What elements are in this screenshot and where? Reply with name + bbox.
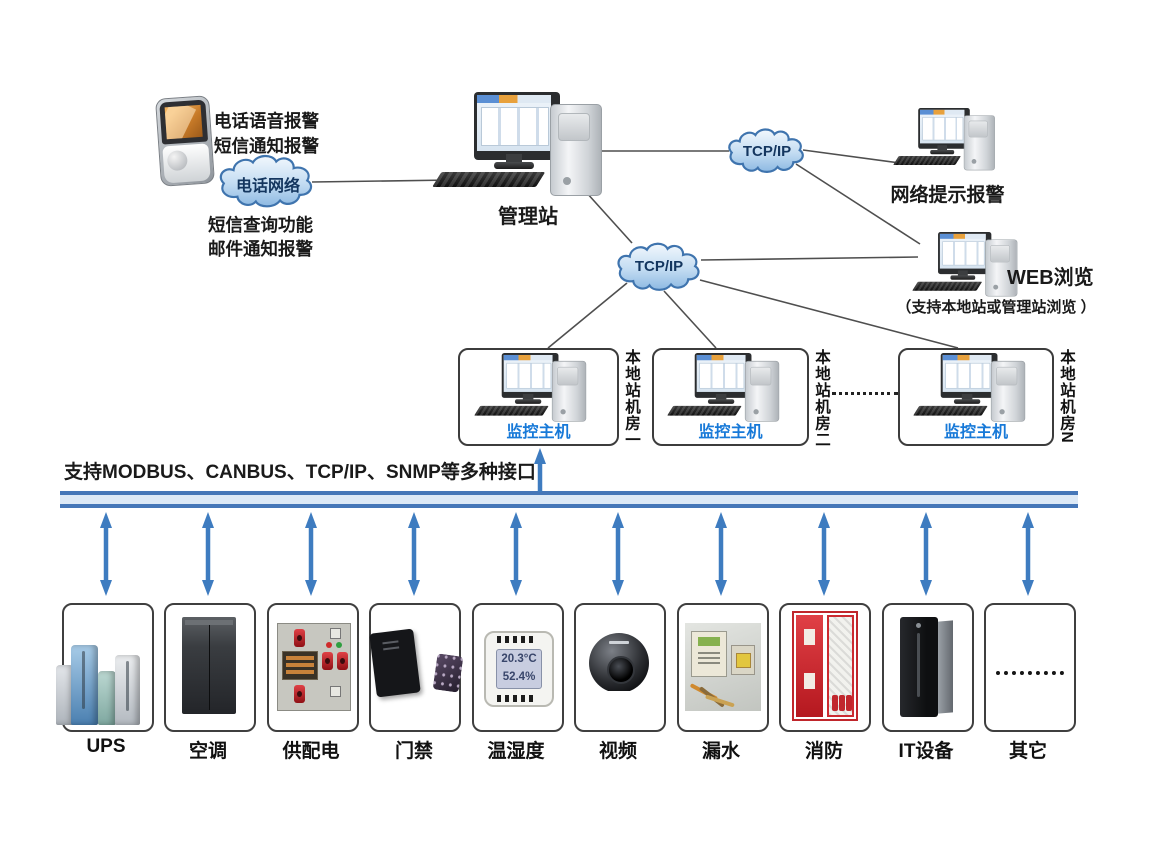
air-conditioner-image bbox=[182, 617, 236, 714]
field-bus bbox=[60, 491, 1078, 508]
device-label-ups: UPS bbox=[86, 736, 126, 757]
network-alert-computer bbox=[893, 108, 995, 174]
device-label-fire: 消防 bbox=[804, 741, 843, 762]
device-box-fire bbox=[779, 603, 871, 732]
monitor-host-computer bbox=[667, 353, 780, 426]
ellipsis-dots-hosts bbox=[832, 392, 898, 395]
management-station-label: 管理站 bbox=[498, 206, 558, 228]
access-control-image bbox=[365, 628, 465, 705]
device-label-server: IT设备 bbox=[898, 741, 954, 762]
sensor-humidity: 52.4% bbox=[502, 671, 536, 683]
temp-humidity-sensor-image: 20.3°C 52.4% bbox=[484, 631, 554, 707]
monitor-host-computer bbox=[474, 353, 587, 426]
phone-alert-line-2: 短信通知报警 bbox=[214, 136, 319, 156]
device-bus-arrows bbox=[100, 512, 1034, 596]
monitor-screen bbox=[939, 233, 986, 269]
device-box-power bbox=[267, 603, 359, 732]
mobile-phone-icon bbox=[154, 95, 216, 187]
device-label-aircon: 空调 bbox=[188, 741, 227, 762]
room-label-n: 本地站机房N bbox=[1058, 349, 1075, 444]
room-label-1: 本地站机房一 bbox=[623, 349, 640, 448]
room-label-2: 本地站机房二 bbox=[813, 349, 830, 448]
device-box-sensor: 20.3°C 52.4% bbox=[472, 603, 564, 732]
power-distribution-image bbox=[277, 623, 351, 711]
it-server-image bbox=[896, 615, 958, 719]
keyboard bbox=[893, 156, 962, 165]
water-leak-detector-image bbox=[685, 623, 761, 711]
device-label-other: 其它 bbox=[1008, 741, 1047, 762]
monitor bbox=[918, 108, 970, 149]
host-bus-arrow bbox=[534, 448, 546, 492]
phone-screen bbox=[164, 104, 203, 140]
monitor-host-label: 监控主机 bbox=[943, 424, 1008, 441]
phone-alert-line-1: 电话语音报警 bbox=[214, 111, 319, 131]
local-host-box-n: 监控主机 bbox=[898, 348, 1054, 446]
ups-units-image bbox=[56, 625, 160, 725]
tower-case bbox=[985, 239, 1018, 297]
monitor-screen bbox=[920, 109, 965, 144]
fire-cabinet-image bbox=[792, 611, 858, 721]
device-label-power: 供配电 bbox=[282, 741, 340, 762]
connector-lines bbox=[311, 149, 959, 349]
tower-case bbox=[963, 115, 995, 171]
device-box-other bbox=[984, 603, 1076, 732]
device-box-server bbox=[882, 603, 974, 732]
sensor-lcd: 20.3°C 52.4% bbox=[496, 649, 542, 689]
phone-dial bbox=[166, 149, 189, 172]
bus-caption: 支持MODBUS、CANBUS、TCP/IP、SNMP等多种接口 bbox=[64, 462, 536, 483]
monitor-screen bbox=[477, 95, 551, 151]
local-host-box-2: 监控主机 bbox=[652, 348, 809, 446]
monitor-host-label: 监控主机 bbox=[698, 424, 763, 441]
monitor bbox=[938, 232, 992, 275]
device-box-ups bbox=[56, 603, 154, 732]
device-box-aircon bbox=[164, 603, 256, 732]
device-box-camera bbox=[574, 603, 666, 732]
ellipsis-dots-other bbox=[996, 671, 1064, 675]
device-box-leak bbox=[677, 603, 769, 732]
tcpip-top-label: TCP/IP bbox=[742, 143, 792, 160]
network-alert-label: 网络提示报警 bbox=[890, 185, 1005, 206]
web-browse-computer bbox=[912, 232, 1018, 300]
keyboard bbox=[912, 281, 983, 291]
device-label-leak: 漏水 bbox=[701, 741, 740, 762]
phone-cloud-label: 电话网络 bbox=[235, 178, 300, 195]
mail-alert-line: 邮件通知报警 bbox=[208, 239, 313, 259]
monitor-host-computer bbox=[913, 353, 1026, 426]
sms-query-line: 短信查询功能 bbox=[208, 215, 313, 235]
web-browse-label: WEB浏览 bbox=[1007, 267, 1094, 289]
tower-case bbox=[550, 104, 602, 196]
sensor-temperature: 20.3°C bbox=[501, 653, 537, 665]
monitor-host-label: 监控主机 bbox=[506, 424, 571, 441]
device-label-sensor: 温湿度 bbox=[487, 741, 545, 762]
monitor bbox=[474, 92, 560, 160]
local-host-box-1: 监控主机 bbox=[458, 348, 619, 446]
device-label-access: 门禁 bbox=[394, 741, 433, 762]
management-station-computer bbox=[432, 92, 602, 202]
device-label-camera: 视频 bbox=[598, 741, 637, 762]
dome-camera-image bbox=[588, 633, 650, 691]
tcpip-center-label: TCP/IP bbox=[634, 258, 684, 275]
keyboard bbox=[432, 172, 546, 187]
phone-slider bbox=[162, 143, 211, 184]
device-box-access bbox=[369, 603, 464, 732]
web-browse-note: （支持本地站或管理站浏览 ） bbox=[896, 299, 1096, 316]
phone-screen-bezel bbox=[159, 99, 209, 145]
